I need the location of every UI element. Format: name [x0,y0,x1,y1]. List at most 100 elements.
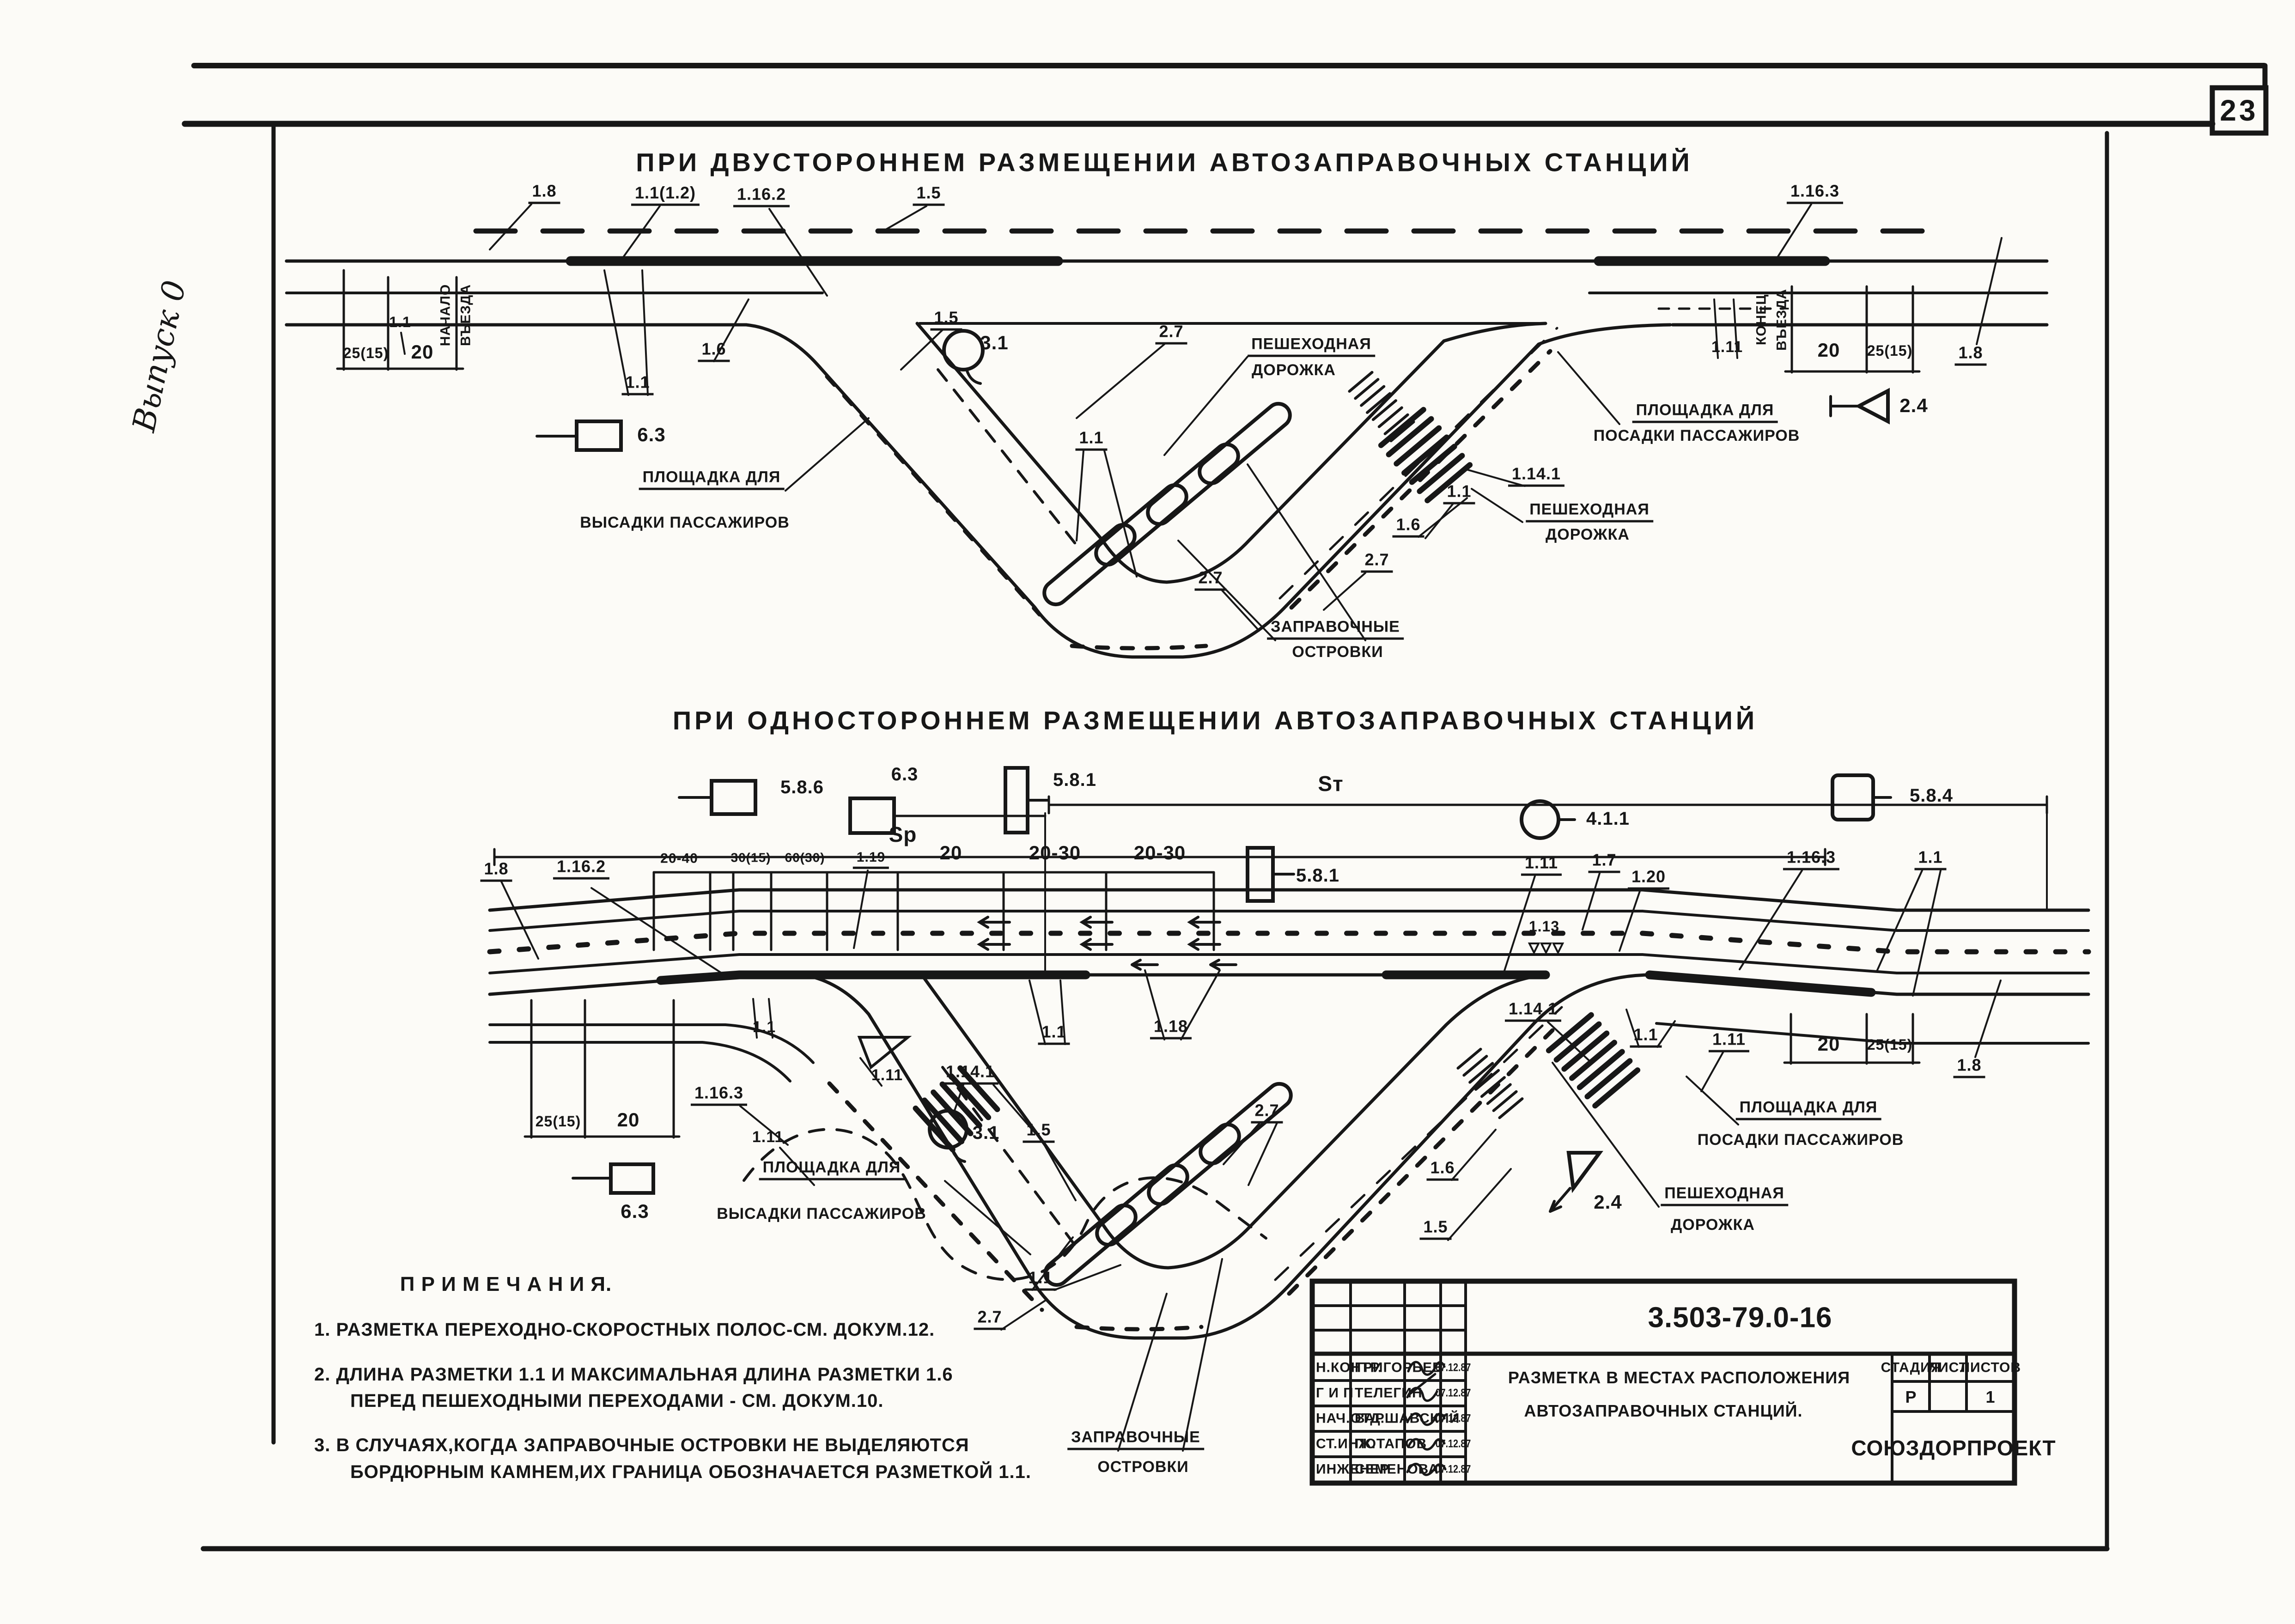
signature-varshavsky [1406,1412,1446,1426]
d2-pad-posadka-2: ПОСАДКИ ПАССАЖИРОВ [1697,1131,1904,1149]
d1-mark-1-11: 1.11 [1711,338,1743,356]
d2-sign-5-8-4: 5.8.4 [1910,785,1953,806]
d2-sign-3-1: 3.1 [972,1123,1000,1143]
diagram1-title: ПРИ ДВУСТОРОННЕМ РАЗМЕЩЕНИИ АВТОЗАПРАВОЧ… [636,147,1693,177]
d2-mark-1-1-top: 1.1 [1914,848,1947,870]
d1-dim-20-right: 20 [1817,339,1840,361]
d1-pesh-2a: ПЕШЕХОДНАЯ [1526,501,1653,523]
signature-grigoryev [1407,1361,1446,1376]
d1-pesh-1a: ПЕШЕХОДНАЯ [1248,336,1375,357]
sign-2-4-symbol [1855,388,1890,425]
d2-sign-2-4: 2.4 [1594,1191,1622,1213]
tb-row-0-name: ГРИГОРЬЕВ [1355,1360,1443,1375]
diagram2-title: ПРИ ОДНОСТОРОННЕМ РАЗМЕЩЕНИИ АВТОЗАПРАВО… [672,706,1758,735]
tb-header-sheets: ЛИСТОВ [1960,1360,2021,1375]
sign-4-1-1-symbol [1520,799,1560,840]
d2-dim-20-30b: 20-30 [1133,841,1186,864]
d2-sign-5-8-1a: 5.8.1 [1053,770,1096,790]
sign-5-8-1a-symbol [1004,766,1029,834]
d2-pad-posadka-1: ПЛОЩАДКА ДЛЯ [1735,1099,1881,1120]
d1-mark-1-1-islands: 1.1 [1075,429,1108,451]
d2-mark-1-16-3-left: 1.16.3 [690,1084,748,1106]
diagram1-roads [285,228,2049,659]
d2-sign-6-3-left: 6.3 [621,1200,649,1222]
d1-sign-6-3: 6.3 [637,423,666,445]
tb-row-2-name: ВАРШАВСКИЙ [1355,1411,1460,1426]
d1-mark-1-14-1: 1.14.1 [1508,465,1565,487]
tb-row-3-role: СТ.ИНЖ. [1316,1436,1376,1452]
tb-row-2-role: НАЧ.ОТД. [1316,1411,1385,1426]
sheet-frame [182,63,2269,1551]
tb-sheets-value: 1 [1985,1387,1996,1407]
d2-mark-1-14-1-right: 1.14.1 [1504,1000,1562,1022]
d2-mark-1-20: 1.20 [1627,868,1670,890]
d2-islands-1: ЗАПРАВОЧНЫЕ [1067,1429,1204,1450]
note-1: 1. РАЗМЕТКА ПЕРЕХОДНО-СКОРОСТНЫХ ПОЛОС-С… [314,1320,935,1340]
d2-mark-1-1-right: 1.1 [1630,1026,1662,1048]
sign-5-8-4-symbol [1831,773,1875,821]
tb-row-4-name: СЕМЕНОВА [1355,1461,1439,1477]
d2-mark-1-8-right: 1.8 [1953,1056,1985,1078]
d2-mark-1-11-mid: 1.11 [871,1066,903,1084]
signature-telegin [1406,1373,1438,1402]
d2-mark-1-1-islands: 1.1 [1024,1269,1057,1291]
diagram2-crosswalk-right [1546,1012,1641,1109]
diagram2-roads [487,888,2091,1340]
d2-dim-20-40: 20-40 [660,851,698,866]
d2-dim-25-15-right: 25(15) [1867,1036,1913,1053]
d1-sign-3-1: 3.1 [980,331,1009,353]
d2-dim-60-30: 60(30) [785,850,825,865]
tb-row-3-date: 07.12.87 [1435,1437,1471,1450]
d1-mark-2-7-b: 2.7 [1361,551,1393,573]
note-2-line1: 2. ДЛИНА РАЗМЕТКИ 1.1 И МАКСИМАЛЬНАЯ ДЛИ… [314,1364,953,1385]
tb-row-0-role: Н.КОНТР. [1316,1360,1382,1375]
diagram1-crosswalk [1378,407,1473,504]
d2-pad-vysadka-2: ВЫСАДКИ ПАССАЖИРОВ [717,1205,926,1223]
d1-pesh-2b: ДОРОЖКА [1546,526,1630,544]
diagram2-island-hatch [1456,1047,1524,1119]
tb-doc-number: 3.503-79.0-16 [1648,1302,1832,1334]
tb-header-stage: СТАДИЯ [1881,1360,1942,1375]
d2-sign-5-8-6: 5.8.6 [780,777,824,797]
d1-islands-1: ЗАПРАВОЧНЫЕ [1267,619,1404,640]
d1-pesh-1b: ДОРОЖКА [1252,361,1336,379]
d2-pesh-b: ДОРОЖКА [1671,1216,1755,1234]
d2-mark-1-16-3-top: 1.16.3 [1783,848,1840,870]
d1-mark-1-1-1-2: 1.1(1.2) [631,184,700,206]
d1-mark-1-16-3: 1.16.3 [1786,182,1844,204]
diagram1-symbols [536,329,1890,452]
d2-dim-20-right: 20 [1817,1033,1840,1055]
d1-mark-1-8-left: 1.8 [528,182,560,204]
d1-mark-1-5-top: 1.5 [913,184,945,206]
d2-mark-1-18: 1.18 [1150,1017,1192,1040]
d2-pesh-a: ПЕШЕХОДНАЯ [1661,1185,1788,1206]
d1-mark-1-5-circle: 1.5 [930,309,962,331]
d1-pad-posadka-1: ПЛОЩАДКА ДЛЯ [1632,402,1778,423]
diagram1-fuel-islands [1042,401,1292,607]
diagram2-fuel-islands [1043,1082,1293,1287]
tb-row-3-name: ПОТАПОВ [1355,1436,1427,1452]
d1-mark-1-6-left: 1.6 [698,340,730,362]
sign-2-4-symbol-2 [1566,1151,1603,1193]
d2-mark-1-1-mid: 1.1 [1038,1023,1070,1045]
tb-row-4-role: ИНЖЕНЕР [1316,1461,1390,1477]
diagram2-leaders [500,870,2002,1452]
d2-dim-st: Sт [1318,771,1344,796]
d2-mark-1-11-low: 1.11 [752,1128,784,1146]
tb-org: СОЮЗДОРПРОЕКТ [1851,1435,2056,1460]
d1-mark-1-6-ramp: 1.6 [1392,516,1424,538]
d1-pad-posadka-2: ПОСАДКИ ПАССАЖИРОВ [1593,427,1800,445]
d2-islands-2: ОСТРОВКИ [1097,1458,1189,1476]
d2-sign-6-3-top: 6.3 [891,764,919,785]
d1-mark-1-1-left: 1.1 [389,314,411,331]
title-block-signatures [1406,1361,1447,1476]
d2-mark-2-7-branch: 2.7 [1251,1101,1283,1124]
d1-text-nachalo: НАЧАЛО [438,284,453,347]
d1-dim-20-left: 20 [411,341,434,363]
sign-6-3-symbol [575,420,623,452]
d1-text-vezda-r: ВЪЕЗДА [1774,288,1790,351]
d2-mark-1-16-2: 1.16.2 [553,858,610,880]
tb-title-line2: АВТОЗАПРАВОЧНЫХ СТАНЦИЙ. [1524,1401,1803,1421]
